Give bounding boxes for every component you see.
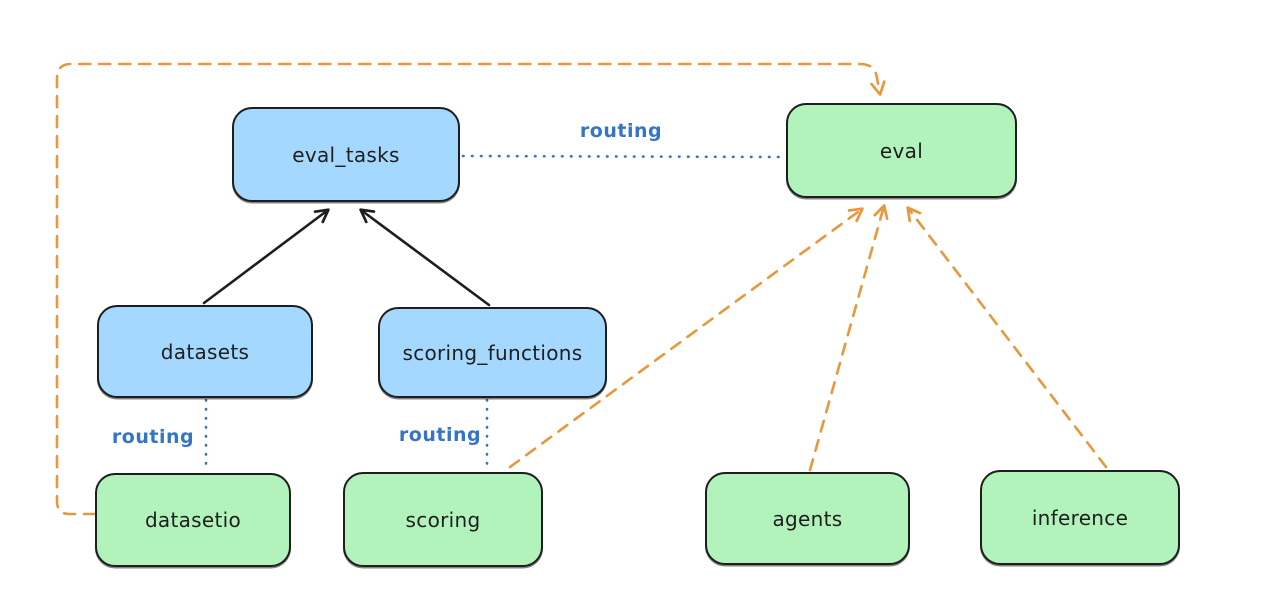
node-datasets: datasets xyxy=(97,305,313,398)
node-agents: agents xyxy=(705,472,910,565)
edge-datasetio-eval xyxy=(55,62,886,516)
edge-label-routing-scoring: routing xyxy=(398,424,482,446)
node-scoring-label: scoring xyxy=(405,507,481,532)
edge-datasets-eval-tasks xyxy=(202,208,330,305)
edge-label-routing-top: routing xyxy=(579,120,663,142)
node-scoring-functions: scoring_functions xyxy=(378,307,607,398)
edge-inference-eval xyxy=(906,206,1108,469)
edge-scoring-eval xyxy=(508,207,864,469)
node-scoring-functions-label: scoring_functions xyxy=(402,340,583,365)
node-inference-label: inference xyxy=(1031,505,1129,530)
edge-label-routing-datasets: routing xyxy=(111,426,195,448)
node-scoring: scoring xyxy=(343,472,543,567)
node-datasets-label: datasets xyxy=(160,339,250,364)
edge-agents-eval xyxy=(808,204,889,472)
node-agents-label: agents xyxy=(772,506,843,531)
node-eval-label: eval xyxy=(879,138,924,163)
node-datasetio: datasetio xyxy=(95,473,291,567)
node-inference: inference xyxy=(980,470,1180,565)
node-eval-tasks-label: eval_tasks xyxy=(292,142,400,167)
node-eval-tasks: eval_tasks xyxy=(232,107,460,202)
node-eval: eval xyxy=(786,103,1017,198)
node-datasetio-label: datasetio xyxy=(144,508,242,532)
edge-scoring-functions-eval-tasks xyxy=(359,208,491,307)
edge-eval-tasks-eval xyxy=(461,154,788,159)
